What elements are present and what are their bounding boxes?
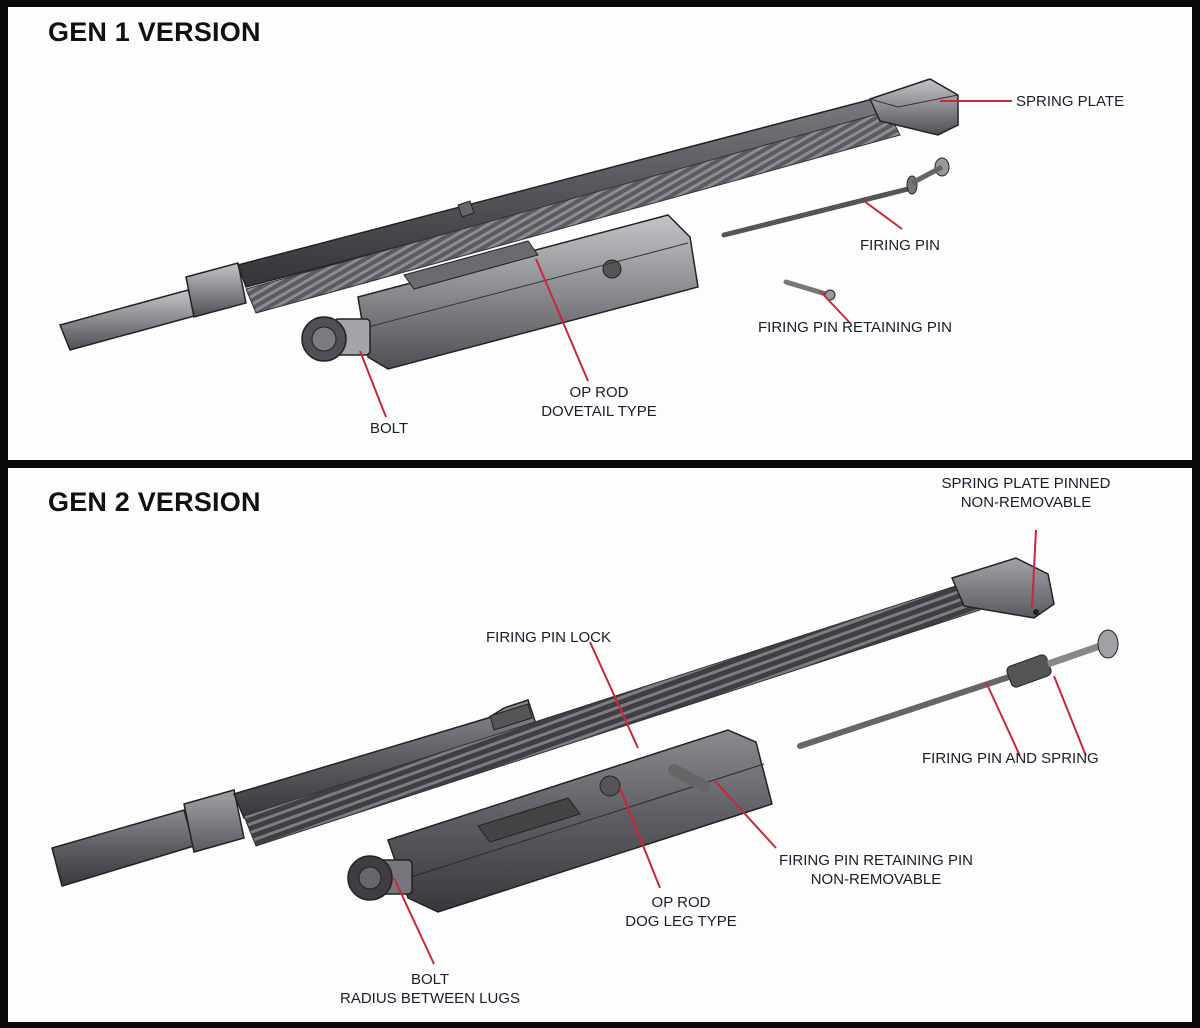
callout-spring-plate: SPRING PLATE (1016, 93, 1125, 110)
callout-line: FIRING PIN RETAINING PIN (779, 852, 973, 869)
callout-op-rod: OP ROD DOVETAIL TYPE (532, 383, 666, 421)
callout-line: OP ROD (651, 894, 711, 911)
spring-plate-part (950, 557, 1055, 619)
callout-bolt: BOLT RADIUS BETWEEN LUGS (332, 970, 528, 1008)
callout-line: SPRING PLATE PINNED (941, 475, 1111, 492)
gen2-panel: GEN 2 VERSION (8, 468, 1192, 1022)
firing-pin-retaining-pin-part (783, 279, 836, 301)
callout-line: OP ROD (569, 384, 629, 401)
callout-firing-pin-retaining-pin: FIRING PIN RETAINING PIN NON-REMOVABLE (770, 851, 982, 889)
callout-firing-pin-lock: FIRING PIN LOCK (486, 629, 612, 646)
op-rod-part (51, 699, 537, 887)
callout-line: DOVETAIL TYPE (541, 403, 657, 420)
callout-firing-pin-retaining-pin: FIRING PIN RETAINING PIN (758, 319, 952, 336)
op-rod-part (58, 94, 898, 351)
spring-plate-part (868, 78, 959, 136)
firing-pin-and-spring-part (797, 629, 1119, 749)
bolt-carrier-part (387, 729, 773, 913)
bolt-carrier-part (357, 214, 699, 370)
callout-line: NON-REMOVABLE (960, 494, 1092, 511)
gen1-panel: GEN 1 VERSION (8, 7, 1192, 460)
firing-pin-part (721, 157, 950, 238)
callout-line: RADIUS BETWEEN LUGS (339, 990, 521, 1007)
recoil-spring-part (245, 110, 901, 314)
callout-line: BOLT (410, 971, 450, 988)
callout-bolt: BOLT (370, 420, 409, 437)
recoil-spring-part (243, 581, 981, 847)
panel-title-gen1: GEN 1 VERSION (48, 17, 261, 47)
callout-firing-pin: FIRING PIN (860, 237, 941, 254)
callout-line: DOG LEG TYPE (625, 913, 737, 930)
leader-lines (359, 100, 1012, 418)
bolt-part (301, 316, 371, 362)
callout-line: NON-REMOVABLE (810, 871, 942, 888)
panel-title-gen2: GEN 2 VERSION (48, 487, 261, 517)
leader-lines (393, 529, 1087, 965)
callout-firing-pin-and-spring: FIRING PIN AND SPRING (922, 750, 1099, 767)
bolt-part (347, 855, 413, 901)
gen1-exploded-diagram (58, 78, 1012, 418)
callout-op-rod: OP ROD DOG LEG TYPE (614, 893, 748, 931)
callout-spring-plate-pinned: SPRING PLATE PINNED NON-REMOVABLE (926, 474, 1126, 512)
gen2-exploded-diagram (51, 529, 1119, 965)
